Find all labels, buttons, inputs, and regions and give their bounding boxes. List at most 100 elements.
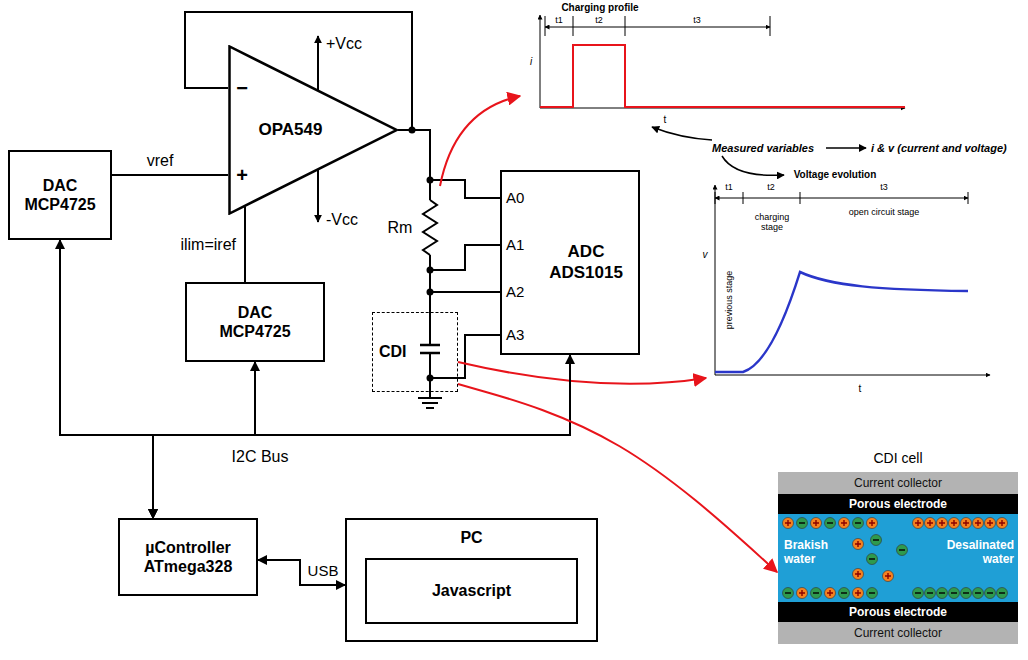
cation — [937, 518, 948, 529]
chart-label: open circuit stage — [849, 207, 920, 217]
anion — [783, 588, 794, 599]
ion-sign — [899, 549, 905, 550]
ion-dot — [811, 518, 822, 529]
ion-sign — [963, 520, 969, 526]
box-label: Brakish water — [784, 538, 848, 567]
ion-dot — [797, 588, 808, 599]
signal-name: I2C Bus — [232, 448, 289, 466]
chart-label: previous stage — [724, 271, 734, 330]
voltage-curve — [715, 272, 968, 372]
cation — [839, 518, 850, 529]
ion-dot — [867, 588, 878, 599]
anion — [797, 518, 808, 529]
porous-electrode: Porous electrode — [778, 494, 1018, 514]
ion-dot — [997, 518, 1008, 529]
chart-label: Voltage evolution — [794, 169, 877, 181]
anion — [961, 588, 972, 599]
ion-dot — [853, 539, 864, 550]
ion-dot — [937, 588, 948, 599]
cation — [811, 518, 822, 529]
anion — [867, 588, 878, 599]
anion — [997, 588, 1008, 599]
signal-name: USB — [306, 562, 341, 579]
chart-label: t2 — [595, 15, 603, 25]
ion-sign — [999, 520, 1005, 526]
current-collector: Current collector — [778, 622, 1018, 644]
ion-dot — [973, 588, 984, 599]
box-label: PC — [460, 528, 482, 547]
ion-dot — [839, 588, 850, 599]
box-label: Desalinated water — [938, 538, 1014, 567]
signal-name: +Vcc — [326, 35, 362, 53]
chart-label: i & v (current and voltage) — [871, 142, 1007, 155]
ion-sign — [975, 520, 981, 526]
microcontroller-box: µController ATmega328 — [118, 518, 258, 596]
ion-sign — [915, 592, 921, 593]
ion-sign — [799, 522, 805, 523]
pin-name: A2 — [506, 283, 524, 300]
cation — [853, 569, 864, 580]
anion — [811, 588, 822, 599]
ion-dot — [811, 588, 822, 599]
cation — [973, 518, 984, 529]
arrow — [826, 147, 866, 149]
ion-dot — [997, 588, 1008, 599]
junction-dot — [427, 375, 434, 382]
ion-dot — [783, 588, 794, 599]
ion-dot — [853, 569, 864, 580]
chart-label: t — [859, 383, 862, 395]
signal-wire — [258, 560, 345, 585]
pc-box: PC Javascript — [345, 518, 598, 642]
ion-dot — [925, 518, 936, 529]
signal-name: ilim=iref — [178, 236, 238, 254]
chart-axis — [540, 15, 541, 108]
dimension-line — [715, 198, 968, 199]
box-label: Javascript — [432, 581, 511, 600]
porous-electrode: Porous electrode — [778, 602, 1018, 622]
software-box: Javascript — [365, 558, 578, 624]
ion-sign — [855, 522, 861, 523]
ion-dot — [961, 588, 972, 599]
opamp-symbol — [230, 47, 397, 214]
chart-label: v — [703, 249, 708, 261]
cation — [853, 588, 864, 599]
anion — [937, 588, 948, 599]
box-label: CDI cell — [778, 450, 1018, 467]
signal-wire — [153, 355, 570, 518]
ion-dot — [867, 518, 878, 529]
anion — [825, 518, 836, 529]
signal-name: + — [236, 164, 248, 187]
ion-sign — [855, 590, 861, 596]
signal-name: vref — [145, 152, 176, 170]
cation — [825, 588, 836, 599]
ion-dot — [949, 518, 960, 529]
cation — [985, 518, 996, 529]
signal-wire — [112, 174, 228, 176]
dimension-line — [545, 27, 770, 28]
ion-sign — [841, 592, 847, 593]
chart-label: Charging profile — [561, 2, 638, 14]
supply-arrow — [317, 36, 319, 90]
ion-sign — [813, 592, 819, 593]
pointer-arrow — [722, 156, 784, 175]
signal-name: -Vcc — [326, 211, 358, 229]
anion — [871, 535, 882, 546]
ion-dot — [961, 518, 972, 529]
ion-dot — [825, 588, 836, 599]
ion-dot — [973, 518, 984, 529]
cation — [913, 518, 924, 529]
pin-name: A1 — [506, 236, 524, 253]
ion-dot — [839, 518, 850, 529]
signal-wire — [60, 240, 153, 518]
ion-sign — [855, 541, 861, 547]
box-label: µController ATmega328 — [128, 538, 248, 576]
cdi-cell: CDI cellCurrent collectorPorous electrod… — [778, 472, 1018, 644]
anion — [973, 588, 984, 599]
anion — [925, 588, 936, 599]
signal-wire — [244, 207, 246, 283]
ion-sign — [827, 522, 833, 523]
pin-wire — [430, 291, 500, 293]
chart-label: t1 — [555, 15, 563, 25]
cation — [867, 518, 878, 529]
ion-sign — [869, 558, 875, 559]
